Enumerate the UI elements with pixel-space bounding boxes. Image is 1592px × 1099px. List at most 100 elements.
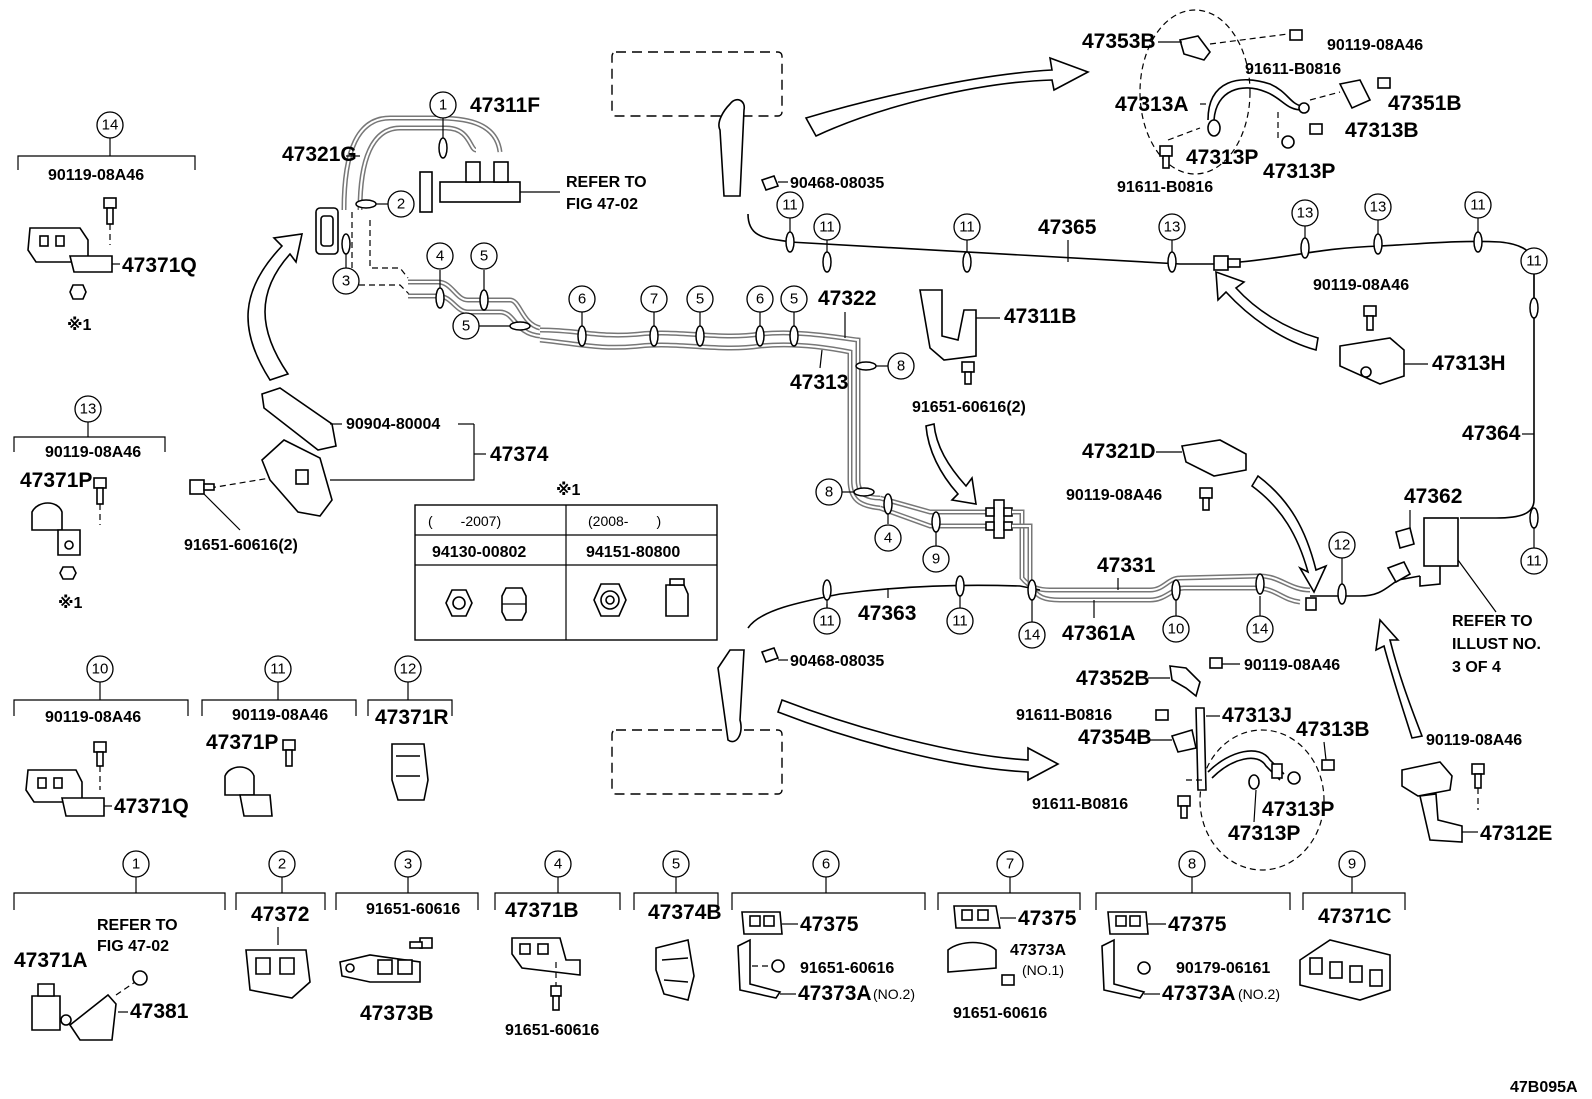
svg-text:47331: 47331 [1097, 554, 1156, 577]
svg-text:91611-B0816: 91611-B0816 [1016, 707, 1112, 724]
callout-11f: 11 [1520, 507, 1548, 575]
svg-text:6: 6 [578, 291, 586, 308]
legend-group-1: 1 REFER TO FIG 47-02 47371A 47381 [13, 850, 226, 1041]
callout-10: 10 [1162, 579, 1190, 643]
legend-group-8: 8 47375 90179-06161 47373A (NO.2) [1095, 850, 1291, 1005]
svg-text:47374: 47374 [490, 443, 549, 466]
callout-11b: 11 [813, 213, 841, 273]
svg-text:11: 11 [1470, 197, 1486, 214]
svg-text:91611-B0816: 91611-B0816 [1245, 61, 1341, 78]
svg-text:47371P: 47371P [206, 731, 278, 754]
svg-text:47313J: 47313J [1222, 704, 1292, 727]
svg-text:11: 11 [270, 661, 286, 678]
callout-11d: 11 [1464, 191, 1492, 253]
svg-text:4: 4 [436, 248, 444, 265]
svg-text:14: 14 [102, 117, 119, 134]
part-47362: 47362 REFER TO ILLUST NO. 3 OF 4 [1395, 485, 1541, 676]
legend-group-13: 13 90119-08A46 47371P ※1 [13, 395, 166, 612]
svg-text:(NO.1): (NO.1) [1022, 962, 1064, 978]
svg-text:13: 13 [1370, 199, 1387, 216]
pedal-bracket-47374: 90904-80004 47374 91651-60616(2) [184, 233, 549, 554]
svg-text:1: 1 [439, 97, 447, 114]
svg-text:8: 8 [1188, 856, 1196, 873]
svg-text:47313P: 47313P [1228, 822, 1300, 845]
table-col2-header: (2008- ) [588, 513, 661, 529]
svg-text:(NO.2): (NO.2) [1238, 986, 1280, 1002]
callout-11h: 11 [946, 575, 974, 635]
svg-text:3 OF 4: 3 OF 4 [1452, 659, 1501, 676]
legend-group-5: 5 47374B [633, 850, 722, 1001]
svg-text:ILLUST NO.: ILLUST NO. [1452, 636, 1541, 653]
part-47321D: 47321D 90119-08A46 [1066, 439, 1328, 594]
svg-text:47361A: 47361A [1062, 622, 1136, 645]
bolt-icon [103, 197, 117, 225]
svg-text:91611-B0816: 91611-B0816 [1117, 179, 1213, 196]
svg-text:47313B: 47313B [1296, 718, 1370, 741]
svg-text:91651-60616: 91651-60616 [366, 901, 460, 918]
callout-5c: 5 [686, 285, 714, 347]
svg-text:47373A: 47373A [798, 982, 872, 1005]
svg-text:90468-08035: 90468-08035 [790, 175, 884, 192]
diagram-callouts: 1 2 3 4 5 5 6 7 5 6 5 8 8 4 9 11 11 11 1… [332, 91, 1548, 649]
svg-text:90119-08A46: 90119-08A46 [232, 707, 328, 724]
svg-text:47321G: 47321G [282, 143, 357, 166]
table-note: ※1 [556, 481, 581, 499]
svg-text:5: 5 [790, 291, 798, 308]
svg-text:90119-08A46: 90119-08A46 [1426, 732, 1522, 749]
svg-text:6: 6 [822, 856, 830, 873]
svg-text:47313H: 47313H [1432, 352, 1506, 375]
svg-text:47381: 47381 [130, 1000, 189, 1023]
svg-text:47375: 47375 [1018, 907, 1077, 930]
svg-text:90468-08035: 90468-08035 [790, 653, 884, 670]
legend-group-7: 7 47375 47373A (NO.1) 91651-60616 [937, 850, 1081, 1022]
top-middle-area: 90468-08035 47365 [611, 51, 1535, 519]
svg-text:91651-60616: 91651-60616 [505, 1022, 599, 1039]
svg-text:47311B: 47311B [1004, 305, 1076, 328]
svg-text:11: 11 [1526, 253, 1542, 270]
svg-text:91651-60616(2): 91651-60616(2) [184, 537, 298, 554]
table-col2-part: 94151-80800 [586, 544, 680, 561]
svg-text:REFER TO: REFER TO [97, 917, 178, 934]
inset-bottom-right: 47352B 90119-08A46 91611-B0816 47313J 47… [1016, 657, 1370, 871]
svg-text:91611-B0816: 91611-B0816 [1032, 796, 1128, 813]
svg-text:90119-08A46: 90119-08A46 [1244, 657, 1340, 674]
svg-text:47312E: 47312E [1480, 822, 1552, 845]
svg-text:90179-06161: 90179-06161 [1176, 960, 1270, 977]
svg-text:14: 14 [1252, 621, 1269, 638]
callout-11g: 11 [813, 579, 841, 635]
svg-text:47351B: 47351B [1388, 92, 1462, 115]
callout-6a: 6 [568, 285, 596, 347]
callout-12: 12 [1328, 531, 1356, 605]
callout-7: 7 [640, 285, 668, 347]
svg-text:3: 3 [404, 856, 412, 873]
svg-text:90119-08A46: 90119-08A46 [1327, 37, 1423, 54]
svg-text:47322: 47322 [818, 287, 876, 310]
svg-text:47363: 47363 [858, 602, 916, 625]
legend-group-14: 14 90119-08A46 47371Q ※1 [17, 111, 197, 334]
svg-text:47365: 47365 [1038, 216, 1097, 239]
callout-4a: 4 [426, 242, 454, 309]
svg-text:FIG 47-02: FIG 47-02 [97, 938, 169, 955]
svg-text:3: 3 [342, 273, 350, 290]
callout-5d: 5 [780, 285, 808, 347]
svg-text:14: 14 [1024, 627, 1041, 644]
callout-11a: 11 [776, 191, 804, 253]
callout-3: 3 [332, 233, 360, 295]
nut-table: ※1 ( -2007) (2008- ) 94130-00802 94151-8… [414, 481, 718, 641]
inset-top-right: 47353B 91611-B0816 47313A 90119-08A46 47… [1082, 9, 1462, 196]
legend-group-10: 10 90119-08A46 47371Q [13, 655, 189, 818]
legend-group-4: 4 47371B 91651-60616 [494, 850, 621, 1039]
svg-text:47313P: 47313P [1262, 798, 1334, 821]
svg-text:2: 2 [397, 196, 405, 213]
legend-14-part: 47371Q [122, 254, 197, 277]
svg-text:11: 11 [1526, 553, 1542, 570]
figure-code: 47B095A [1510, 1079, 1578, 1096]
callout-8a: 8 [855, 352, 915, 380]
svg-text:7: 7 [650, 291, 658, 308]
callout-6b: 6 [746, 285, 774, 347]
svg-text:47375: 47375 [800, 913, 859, 936]
svg-text:91651-60616: 91651-60616 [953, 1005, 1047, 1022]
callout-5a: 5 [470, 242, 498, 311]
svg-text:4: 4 [884, 530, 892, 547]
svg-text:47373A: 47373A [1162, 982, 1236, 1005]
